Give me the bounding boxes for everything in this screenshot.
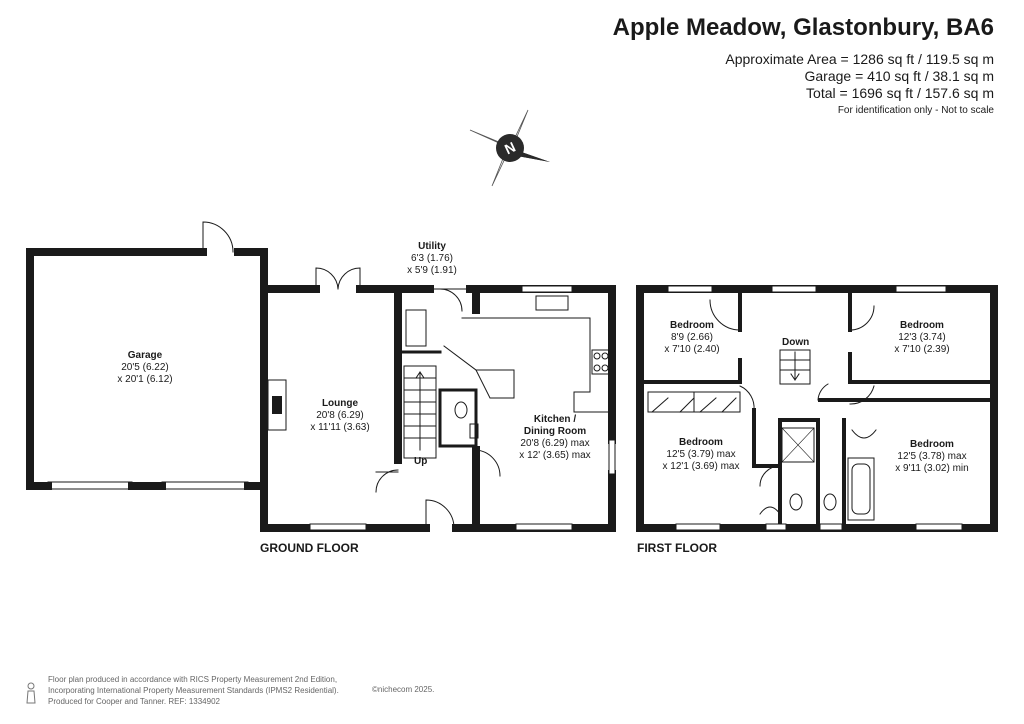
room-dimension: 12'5 (3.78) max xyxy=(897,451,967,462)
approximate-area-text: Approximate Area = 1286 sq ft / 119.5 sq… xyxy=(725,51,994,67)
page-title: Apple Meadow, Glastonbury, BA6 xyxy=(612,14,994,41)
kitchen-units xyxy=(443,295,613,413)
room-dimension: 12'5 (3.79) max xyxy=(666,449,736,460)
first-floor-label: FIRST FLOOR xyxy=(637,541,717,555)
bath xyxy=(847,457,875,521)
room-dimension: x 12' (3.65) max xyxy=(519,450,591,461)
room-dimension: x 9'11 (3.02) min xyxy=(895,463,969,474)
room-dimension: x 20'1 (6.12) xyxy=(117,374,173,385)
cloakroom-wc xyxy=(438,388,478,448)
footer-line: Produced for Cooper and Tanner. REF: 133… xyxy=(48,697,220,706)
garage-room-label: Garage 20'5 (6.22) x 20'1 (6.12) xyxy=(90,350,200,386)
room-dimension: x 12'1 (3.69) max xyxy=(662,461,740,472)
utility-room-label: Utility 6'3 (1.76) x 5'9 (1.91) xyxy=(392,241,472,277)
room-name: Bedroom xyxy=(900,320,944,331)
fireplace xyxy=(267,379,287,431)
room-name: Bedroom xyxy=(679,437,723,448)
wardrobes xyxy=(647,391,741,413)
room-dimension: 20'8 (6.29) xyxy=(316,410,364,421)
footer-line: Incorporating International Property Mea… xyxy=(48,686,339,695)
room-dimension: 20'8 (6.29) max xyxy=(520,438,590,449)
garage-area-text: Garage = 410 sq ft / 38.1 sq m xyxy=(804,68,995,84)
bedroom-top-left-label: Bedroom 8'9 (2.66) x 7'10 (2.40) xyxy=(650,320,734,356)
first-floor-stairs xyxy=(779,349,811,385)
lounge-room-label: Lounge 20'8 (6.29) x 11'11 (3.63) xyxy=(290,398,390,434)
room-name: Garage xyxy=(127,350,163,361)
ground-floor-label: GROUND FLOOR xyxy=(260,541,359,555)
footer-notes: Floor plan produced in accordance with R… xyxy=(48,674,339,707)
room-name: Bedroom xyxy=(910,439,954,450)
garage-door-right xyxy=(161,481,249,490)
ground-floor-stairs xyxy=(403,365,437,459)
ground-floor-walls xyxy=(260,285,616,532)
stairs-up-label: Up xyxy=(414,456,428,467)
bedroom-top-right-label: Bedroom 12'3 (3.74) x 7'10 (2.39) xyxy=(872,320,972,356)
room-name: Bedroom xyxy=(670,320,714,331)
bedroom-bottom-right-label: Bedroom 12'5 (3.78) max x 9'11 (3.02) mi… xyxy=(880,439,984,475)
person-logo-icon xyxy=(26,682,36,704)
footer-line: Floor plan produced in accordance with R… xyxy=(48,675,338,684)
room-dimension: x 11'11 (3.63) xyxy=(310,422,370,433)
stairs-down-label: Down xyxy=(782,337,810,348)
room-dimension: x 7'10 (2.40) xyxy=(664,344,720,355)
room-dimension: 12'3 (3.74) xyxy=(898,332,946,343)
room-name: Utility xyxy=(418,241,446,252)
room-name: Lounge xyxy=(321,398,359,409)
copyright-text: ©nichecom 2025. xyxy=(372,685,435,694)
room-dimension: x 7'10 (2.39) xyxy=(894,344,950,355)
room-dimension: 8'9 (2.66) xyxy=(671,332,713,343)
room-dimension: x 5'9 (1.91) xyxy=(407,265,457,276)
room-dimension: 20'5 (6.22) xyxy=(121,362,169,373)
total-area-text: Total = 1696 sq ft / 157.6 sq m xyxy=(806,85,994,101)
compass-rose-icon: N xyxy=(469,109,550,187)
room-dimension: 6'3 (1.76) xyxy=(411,253,453,264)
shower-tray xyxy=(781,427,815,463)
room-name: Dining Room xyxy=(523,426,587,437)
identification-note: For identification only - Not to scale xyxy=(837,105,994,116)
room-name: Kitchen / xyxy=(533,414,577,425)
bedroom-bottom-left-label: Bedroom 12'5 (3.79) max x 12'1 (3.69) ma… xyxy=(648,437,754,473)
kitchen-room-label: Kitchen / Dining Room 20'8 (6.29) max x … xyxy=(500,414,610,462)
garage-door-left xyxy=(47,481,133,490)
